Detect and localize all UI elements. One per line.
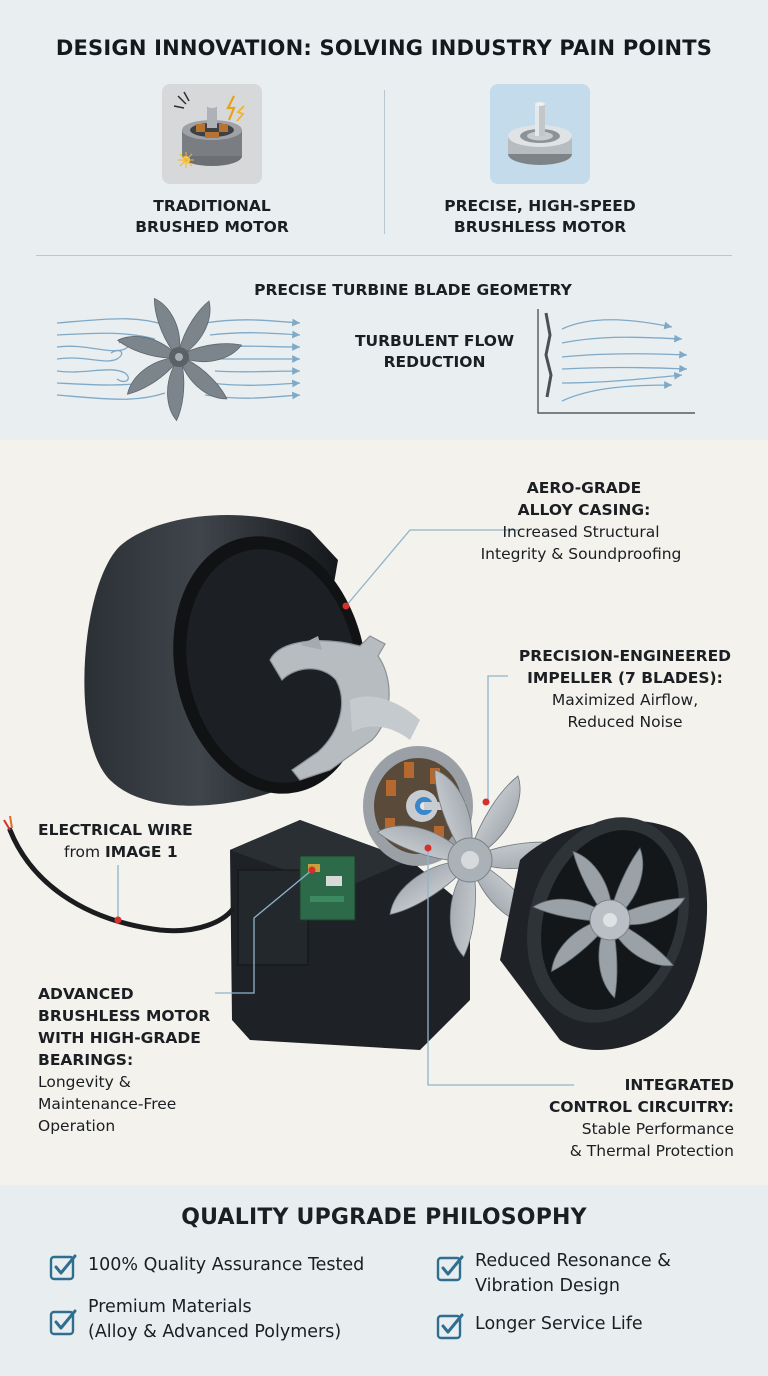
impeller-airflow-icon [56,297,301,422]
front-duct-casing [500,817,708,1050]
brushless-motor-icon [490,84,590,184]
quality-item: 100% Quality Assurance Tested [48,1253,364,1282]
innovation-title: DESIGN INNOVATION: SOLVING INDUSTRY PAIN… [55,36,713,60]
checkbox-check-icon [436,1255,464,1282]
motor-mount-bracket [269,635,420,781]
checkbox-check-icon [49,1309,77,1336]
traditional-motor-label: TRADITIONAL BRUSHED MOTOR [135,197,289,236]
turbulent-flow-label: TURBULENT FLOW REDUCTION [354,332,515,371]
motor-base-housing [230,820,470,1050]
rear-casing [84,514,367,806]
electrical-wire [3,815,235,934]
callout-leader-lines [117,529,574,1086]
callout-brushless-motor: ADVANCED BRUSHLESS MOTOR WITH HIGH-GRADE… [38,985,211,1135]
callout-control-circuitry: INTEGRATED CONTROL CIRCUITRY: Stable Per… [548,1076,734,1160]
callout-electrical-wire: ELECTRICAL WIRE from IMAGE 1 [38,821,193,861]
section-divider-vertical [384,90,385,234]
callout-markers [114,602,490,924]
quality-item: Longer Service Life [435,1312,643,1341]
quality-section: QUALITY UPGRADE PHILOSOPHY 100% Quality … [0,1185,768,1376]
brushless-motor-label: PRECISE, HIGH-SPEED BRUSHLESS MOTOR [444,197,636,236]
callout-alloy-casing: AERO-GRADE ALLOY CASING: Increased Struc… [480,479,682,563]
exploded-fan-assembly-illustration [3,514,708,1086]
section-divider-horizontal [36,255,732,256]
innovation-section: DESIGN INNOVATION: SOLVING INDUSTRY PAIN… [0,0,768,440]
quality-title: QUALITY UPGRADE PHILOSOPHY [181,1205,587,1230]
turbine-geometry-title: PRECISE TURBINE BLADE GEOMETRY [254,281,572,299]
quality-item: Reduced Resonance & Vibration Design [435,1249,671,1299]
checkbox-check-icon [436,1313,464,1340]
checkbox-check-icon [49,1254,77,1281]
laminar-flow-icon [537,309,695,414]
quality-item: Premium Materials (Alloy & Advanced Poly… [48,1295,341,1345]
callout-impeller: PRECISION-ENGINEERED IMPELLER (7 BLADES)… [518,647,732,731]
brushed-motor-icon [162,84,262,184]
exploded-assembly-section: AERO-GRADE ALLOY CASING: Increased Struc… [0,440,768,1185]
